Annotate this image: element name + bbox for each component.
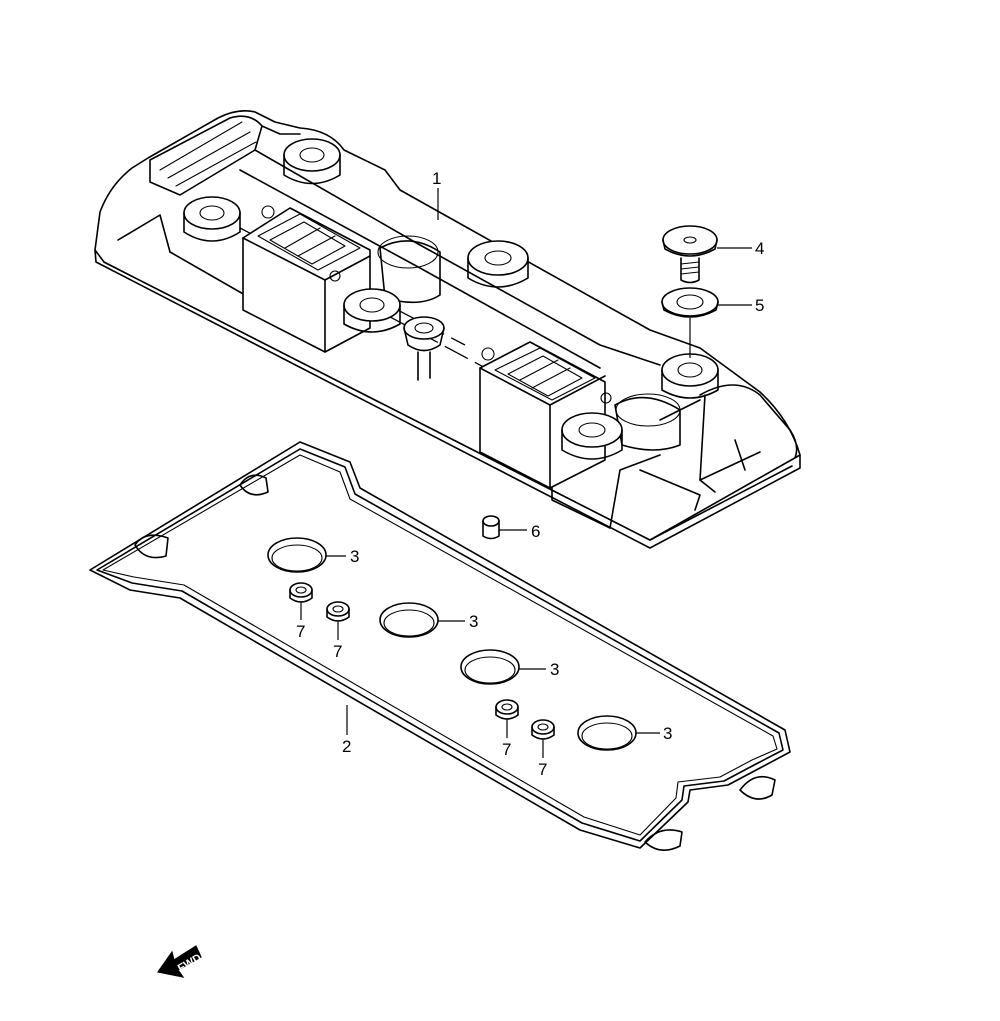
bolt-boss	[467, 240, 529, 288]
bolt-boss	[561, 412, 623, 460]
plug-hole-seal[interactable]	[577, 715, 637, 751]
callout-2: 2	[342, 737, 351, 756]
callout-3: 3	[663, 724, 672, 743]
fwd-label: FWD	[176, 952, 204, 975]
bolt-boss	[283, 138, 341, 185]
callout-7: 7	[502, 740, 511, 759]
bolt-boss	[343, 288, 401, 333]
bolt-hole-seal[interactable]	[289, 582, 313, 603]
bolt-boss	[661, 353, 719, 399]
callout-3: 3	[469, 612, 478, 631]
callout-3: 3	[350, 547, 359, 566]
leader-lines	[300, 188, 752, 758]
callout-5: 5	[755, 296, 764, 315]
bolt-boss	[183, 196, 241, 242]
plug-hole-seal[interactable]	[379, 602, 439, 638]
callout-6: 6	[531, 522, 540, 541]
breather-nipple	[403, 316, 445, 381]
callout-7: 7	[333, 642, 342, 661]
callout-7: 7	[538, 760, 547, 779]
fwd-arrow-icon: FWD	[156, 945, 204, 978]
callout-1: 1	[432, 169, 441, 188]
callout-7: 7	[296, 622, 305, 641]
head-cover-gasket[interactable]	[89, 441, 791, 851]
bolt-hole-seal[interactable]	[531, 719, 555, 740]
dowel-pin[interactable]	[482, 515, 500, 540]
bolt-seal-washer[interactable]	[661, 287, 719, 318]
plug-hole-seal[interactable]	[460, 649, 520, 685]
bolt-hole-seal[interactable]	[326, 601, 350, 622]
cylinder-head-cover[interactable]	[94, 110, 801, 549]
callout-4: 4	[755, 239, 764, 258]
bolt-hole-seal[interactable]	[495, 699, 519, 720]
cover-bolt[interactable]	[662, 225, 718, 284]
callout-3: 3	[550, 660, 559, 679]
plug-hole-seal[interactable]	[267, 537, 327, 573]
